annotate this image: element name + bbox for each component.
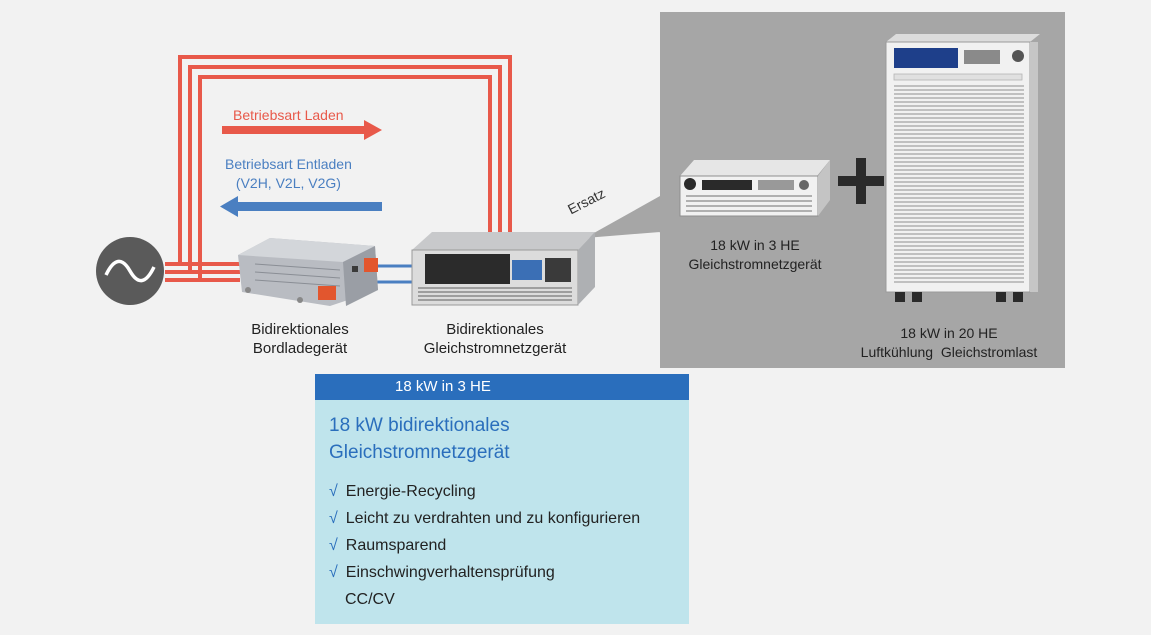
- check-icon: √: [329, 510, 338, 527]
- psu-label: Bidirektionales Gleichstromnetzgerät: [410, 320, 580, 358]
- discharge-mode-line1: Betriebsart Entladen: [225, 156, 352, 172]
- load-20he-line2: Luftkühlung Gleichstromlast: [860, 344, 1038, 360]
- feature-item: √ Raumsparend: [329, 532, 675, 559]
- panel-title-line1: 18 kW bidirektionales: [329, 415, 510, 436]
- feature-text: Raumsparend: [345, 537, 447, 554]
- discharge-mode-label: Betriebsart Entladen (V2H, V2L, V2G): [225, 155, 352, 193]
- psu-line2: Gleichstromnetzgerät: [423, 340, 567, 357]
- discharge-arrow: [220, 196, 382, 217]
- feature-text: Leicht zu verdrahten und zu konfiguriere…: [345, 510, 641, 527]
- charge-mode-label: Betriebsart Laden: [233, 107, 344, 123]
- onboard-charger-line1: Bidirektionales: [251, 321, 349, 338]
- check-icon: √: [329, 537, 338, 554]
- feature-item: √ Leicht zu verdrahten und zu konfigurier…: [329, 505, 675, 532]
- bidirectional-psu-icon: [411, 232, 595, 306]
- onboard-charger-icon: [238, 238, 378, 306]
- panel-title-line2: Gleichstromnetzgerät: [329, 442, 510, 463]
- feature-extra: CC/CV: [345, 591, 395, 608]
- feature-panel: 18 kW bidirektionales Gleichstromnetzger…: [315, 400, 689, 624]
- panel-title: 18 kW bidirektionales Gleichstromnetzger…: [329, 412, 675, 466]
- feature-item: √ Energie-Recycling: [329, 478, 675, 505]
- feature-text: Einschwingverhaltensprüfung: [345, 564, 555, 581]
- panel-header: 18 kW in 3 HE: [315, 374, 689, 400]
- check-icon: √: [329, 564, 338, 581]
- psu-3he-label: 18 kW in 3 HE Gleichstromnetzgerät: [670, 236, 840, 274]
- feature-text: Energie-Recycling: [345, 483, 476, 500]
- charge-arrow: [222, 120, 382, 140]
- psu-3he-line2: Gleichstromnetzgerät: [688, 256, 822, 272]
- psu-3he-line1: 18 kW in 3 HE: [710, 237, 800, 253]
- psu-3he-icon: [679, 160, 830, 217]
- load-20he-line1: 18 kW in 20 HE: [900, 325, 998, 341]
- load-20he-label: 18 kW in 20 HE Luftkühlung Gleichstromla…: [838, 324, 1060, 362]
- ac-source-icon: [96, 237, 164, 305]
- discharge-mode-line2: (V2H, V2L, V2G): [235, 175, 341, 191]
- psu-line1: Bidirektionales: [446, 321, 544, 338]
- feature-item: √ Einschwingverhaltensprüfung: [329, 559, 675, 586]
- onboard-charger-label: Bidirektionales Bordladegerät: [230, 320, 370, 358]
- check-icon: √: [329, 483, 338, 500]
- plus-icon: [838, 158, 884, 204]
- load-cabinet-icon: [885, 34, 1040, 302]
- onboard-charger-line2: Bordladegerät: [252, 340, 348, 357]
- ac-wiring: [165, 55, 512, 282]
- dc-link: [375, 264, 412, 284]
